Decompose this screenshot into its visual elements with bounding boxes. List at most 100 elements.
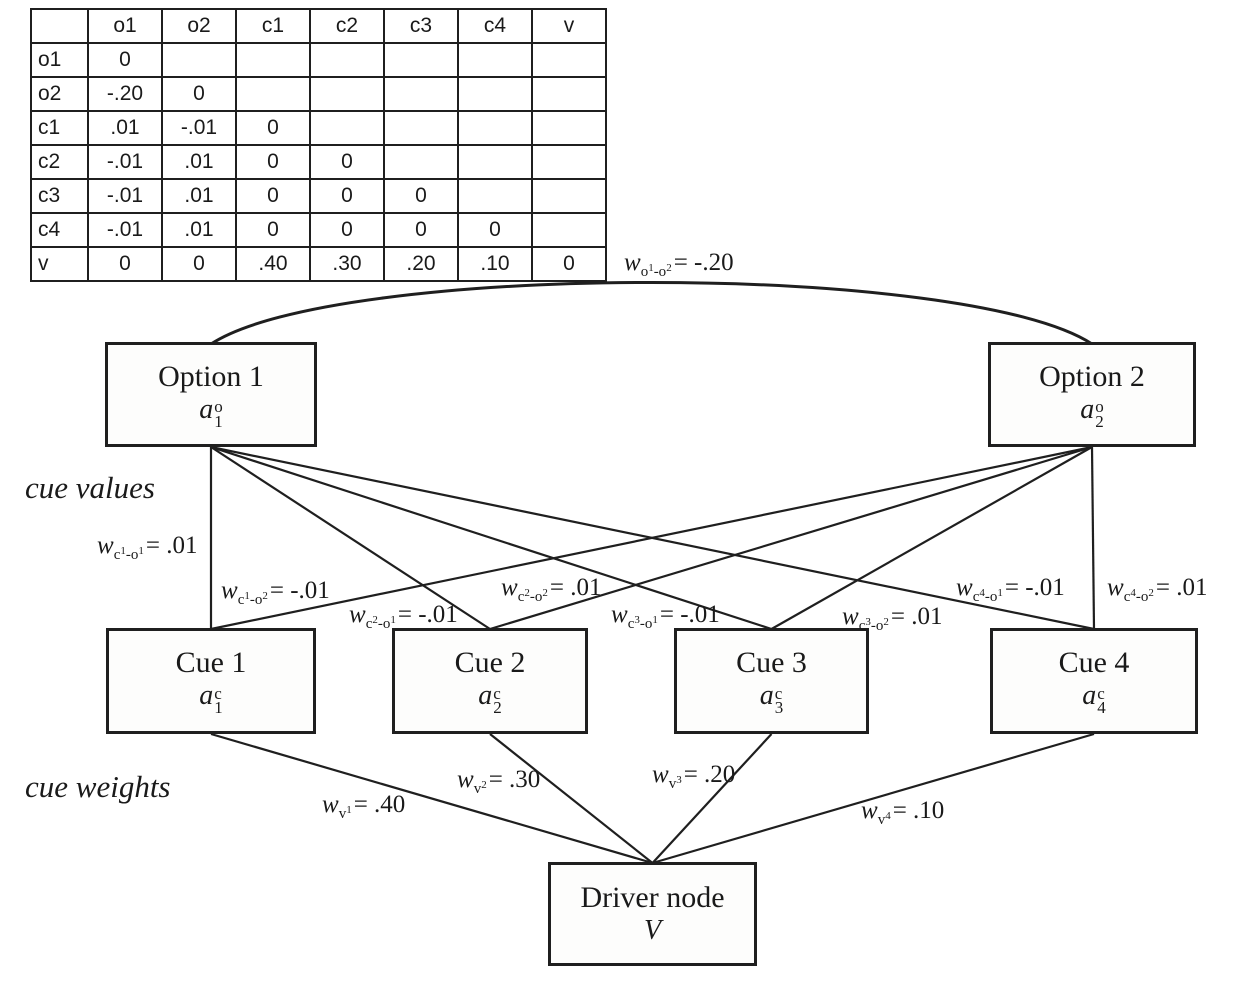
weight-subscript: c2-o2	[517, 587, 548, 605]
matrix-cell	[383, 144, 459, 180]
matrix-corner-cell	[30, 8, 89, 44]
matrix-row-header: o2	[30, 76, 89, 112]
weight-symbol: w	[861, 797, 878, 824]
node-option-1-title: Option 1	[158, 359, 264, 393]
weight-symbol: w	[842, 603, 859, 630]
matrix-cell	[531, 42, 607, 78]
node-cue-3-title: Cue 3	[736, 646, 807, 680]
node-cue-2-title: Cue 2	[454, 646, 526, 680]
matrix-cell	[531, 178, 607, 214]
weight-symbol: w	[322, 791, 339, 818]
matrix-cell	[457, 76, 533, 112]
matrix-cell: .01	[161, 144, 237, 180]
edge-cue3-driver	[651, 733, 773, 864]
weight-label-w-c3-o1: wc3-o1= -.01	[611, 601, 720, 633]
node-option-2-title: Option 2	[1039, 359, 1145, 393]
matrix-cell: 0	[309, 212, 385, 248]
matrix-cell: 0	[383, 212, 459, 248]
matrix-col-header: o1	[87, 8, 163, 44]
matrix-cell: 0	[235, 144, 311, 180]
matrix-cell: 0	[235, 212, 311, 248]
matrix-col-header: c2	[309, 8, 385, 44]
weight-label-w-c2-o1: wc2-o1= -.01	[349, 601, 458, 633]
matrix-cell: .20	[383, 246, 459, 282]
weight-symbol: w	[221, 577, 238, 604]
matrix-row-header: c4	[30, 212, 89, 248]
matrix-cell	[531, 76, 607, 112]
edge-option2-cue1	[210, 445, 1093, 631]
weight-label-w-c1-o1: wc1-o1= .01	[97, 532, 197, 564]
node-cue-4-title: Cue 4	[1058, 646, 1130, 680]
weight-label-w-v3: wv3= .20	[652, 761, 735, 793]
weight-value: = .30	[488, 766, 541, 793]
weight-label-w-c3-o2: wc3-o2= .01	[842, 603, 942, 635]
matrix-cell: -.01	[87, 178, 163, 214]
matrix-cell: .01	[161, 178, 237, 214]
weight-value: = .01	[1155, 574, 1208, 601]
weight-label-w-c4-o2: wc4-o2= .01	[1107, 574, 1207, 606]
cue-weights-label: cue weights	[25, 769, 171, 804]
matrix-cell	[383, 76, 459, 112]
weight-subscript: c3-o1	[627, 614, 658, 632]
matrix-cell: -.01	[161, 110, 237, 146]
edge-option1-option2	[210, 281, 1093, 346]
matrix-cell: .10	[457, 246, 533, 282]
weight-subscript: c1-o2	[237, 590, 268, 608]
weight-label-w-o1-o2: wo1-o2= -.20	[624, 249, 734, 281]
weight-value: = -.01	[1004, 574, 1065, 601]
weight-value: = .10	[892, 797, 945, 824]
weight-value: = -.01	[269, 577, 330, 604]
matrix-cell	[531, 212, 607, 248]
weight-label-w-c1-o2: wc1-o2= -.01	[221, 577, 330, 609]
weight-value: = .01	[549, 574, 602, 601]
matrix-cell: 0	[309, 144, 385, 180]
weight-symbol: w	[349, 601, 366, 628]
edge-cue2-driver	[489, 733, 654, 864]
matrix-col-header: c4	[457, 8, 533, 44]
matrix-cell	[531, 144, 607, 180]
weight-value: = -.01	[397, 601, 458, 628]
weight-value: = .01	[145, 532, 198, 559]
weight-value: = .20	[683, 761, 736, 788]
matrix-cell	[309, 110, 385, 146]
matrix-row-header: v	[30, 246, 89, 282]
matrix-col-header: o2	[161, 8, 237, 44]
weight-label-w-v1: wv1= .40	[322, 791, 405, 823]
weight-value: = .01	[890, 603, 943, 630]
edge-option1-cue3	[210, 445, 772, 631]
node-driver-symbol: V	[643, 915, 662, 947]
weight-value: = .40	[353, 791, 406, 818]
matrix-cell: -.01	[87, 144, 163, 180]
matrix-cell: 0	[161, 76, 237, 112]
weight-label-w-c2-o2: wc2-o2= .01	[501, 574, 601, 606]
matrix-row-header: c2	[30, 144, 89, 180]
weight-symbol: w	[956, 574, 973, 601]
weight-symbol: w	[611, 601, 628, 628]
matrix-cell: -.01	[87, 212, 163, 248]
matrix-cell: 0	[87, 42, 163, 78]
matrix-cell: 0	[87, 246, 163, 282]
matrix-cell: 0	[235, 178, 311, 214]
matrix-cell	[457, 178, 533, 214]
matrix-cell: 0	[457, 212, 533, 248]
weight-label-w-c4-o1: wc4-o1= -.01	[956, 574, 1065, 606]
matrix-cell: -.20	[87, 76, 163, 112]
matrix-col-header: c3	[383, 8, 459, 44]
weight-subscript: v1	[338, 804, 352, 822]
edge-option2-cue4	[1090, 446, 1096, 630]
